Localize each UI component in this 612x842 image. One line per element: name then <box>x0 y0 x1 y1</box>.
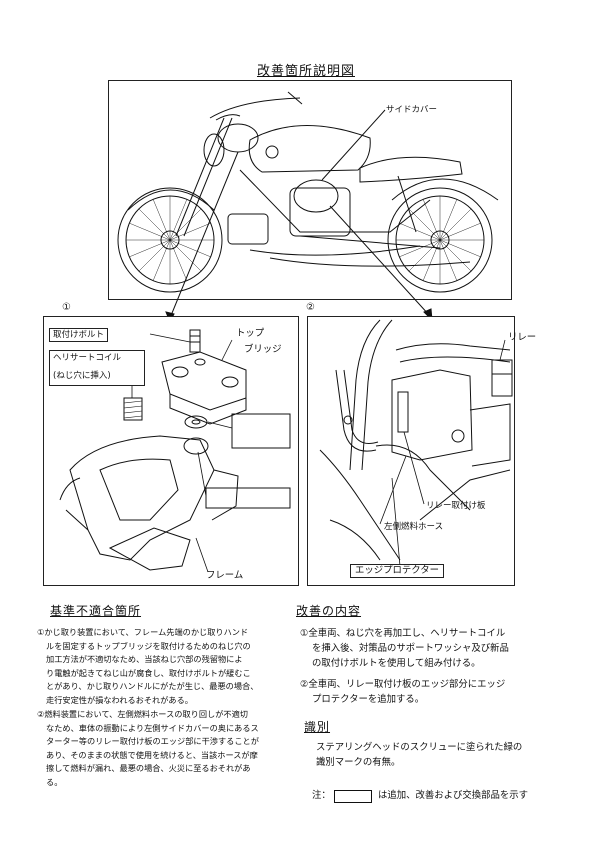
identification-line: 識別マークの有無。 <box>316 757 401 768</box>
identification-text: ステアリングヘッドのスクリューに塗られた緑の 識別マークの有無。 <box>316 740 580 770</box>
improvement-line: ②全車両、リレー取付け板のエッジ部分にエッジ <box>300 679 506 690</box>
nonconformity-line: り電触が起きてねじ山が腐食し、取付けボルトが緩むこ <box>46 667 251 678</box>
nonconformity-line: ターター等のリレー取付け板のエッジ部に干渉することが <box>46 736 259 747</box>
identification-line: ステアリングヘッドのスクリューに塗られた緑の <box>316 742 523 753</box>
improvement-line: の取付けボルトを使用して組み付ける。 <box>312 658 481 669</box>
improvement-heading: 改善の内容 <box>296 604 362 618</box>
frame-label: フレーム <box>206 570 244 581</box>
nonconformity-line: 加工方法が不適切なため、当該ねじ穴部の残留物によ <box>46 654 243 665</box>
marker-two: ② <box>306 302 315 313</box>
page-title: 改善箇所説明図 <box>256 64 355 79</box>
nonconformity-line: なため、車体の振動により左側サイドカバーの奥にあるス <box>46 722 259 733</box>
relay-label: リレー <box>508 332 537 343</box>
mounting-bolt-label: 取付けボルト <box>49 328 109 342</box>
relay-plate-label: リレー取付け板 <box>426 501 486 511</box>
nonconformity-line: ②燃料装置において、左側燃料ホースの取り回しが不適切 <box>37 709 248 719</box>
nonconformity-item-2: ②燃料装置において、左側燃料ホースの取り回しが不適切 なため、車体の振動により左… <box>37 708 289 790</box>
improvement-line: ①全車両、ねじ穴を再加工し、ヘリサートコイル <box>300 628 506 639</box>
improvement-line: を挿入後、対策品のサポートワッシャ及び新品 <box>312 643 509 654</box>
note-prefix: 注： <box>312 790 331 801</box>
edge-protector-label: エッジプロテクター <box>350 564 445 578</box>
improvement-line: プロテクターを追加する。 <box>312 694 425 705</box>
improvement-item-2: ②全車両、リレー取付け板のエッジ部分にエッジ プロテクターを追加する。 <box>300 677 576 707</box>
marker-one: ① <box>62 302 71 313</box>
fuel-hose-label: 左側燃料ホース <box>384 522 444 532</box>
nonconformity-line: ①かじ取り装置において、フレーム先端のかじ取りハンド <box>37 627 249 637</box>
note-text: は追加、改善および交換部品を示す <box>378 790 529 801</box>
nonconformity-line: とがあり、かじ取りハンドルにがたが生じ、最悪の場合、 <box>46 681 259 692</box>
nonconformity-heading: 基準不適合箇所 <box>50 604 142 618</box>
nonconformity-line: ルを固定するトップブリッジを取付けるためのねじ穴の <box>46 640 251 651</box>
helisert-label-1: ヘリサートコイル <box>53 353 122 363</box>
identification-heading: 識別 <box>304 720 331 734</box>
helisert-label-box <box>49 350 145 386</box>
note-legend-box <box>334 790 372 803</box>
helisert-label-2: (ねじ穴に挿入) <box>53 371 111 381</box>
top-bridge-label-1: トップ <box>236 328 265 339</box>
side-cover-label: サイドカバー <box>386 105 438 115</box>
nonconformity-line: 擦して燃料が漏れ、最悪の場合、火災に至るおそれがあ <box>46 763 251 774</box>
nonconformity-item-1: ①かじ取り装置において、フレーム先端のかじ取りハンド ルを固定するトップブリッジ… <box>37 626 289 708</box>
nonconformity-line: る。 <box>46 776 63 787</box>
improvement-item-1: ①全車両、ねじ穴を再加工し、ヘリサートコイル を挿入後、対策品のサポートワッシャ… <box>300 626 576 671</box>
nonconformity-line: 走行安定性が損なわれるおそれがある。 <box>46 694 193 705</box>
nonconformity-line: あり、そのままの状態で使用を続けると、当該ホースが摩 <box>46 749 258 760</box>
top-bridge-label-2: ブリッジ <box>244 344 282 355</box>
